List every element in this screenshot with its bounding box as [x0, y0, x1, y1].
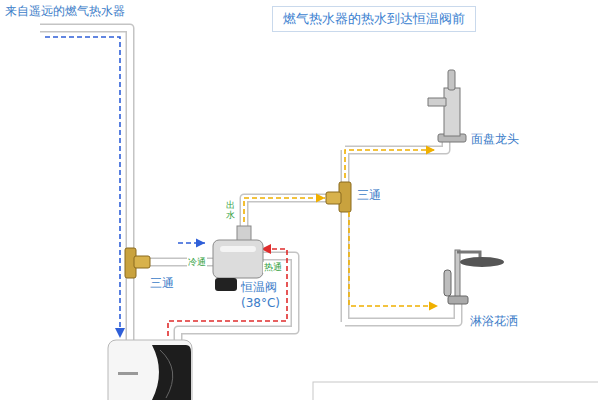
cold-flow-arrow: [45, 37, 120, 330]
note-frame: [313, 382, 598, 400]
faucet-node: 面盘龙头: [435, 66, 533, 156]
supply-pipe: [40, 28, 130, 345]
flow-connector: [349, 212, 438, 311]
arrow-head: [426, 146, 435, 155]
source-label: 来自遥远的燃气热水器: [5, 4, 125, 18]
heater-case: [108, 340, 192, 400]
valve-shine: [220, 246, 256, 252]
flow-connector: [178, 239, 205, 248]
pipes-outer: [40, 28, 458, 345]
port-label: 出水: [226, 201, 235, 221]
arrow-head: [115, 328, 125, 338]
fixture-label: 面盘龙头: [471, 132, 519, 146]
hand-shower: [444, 270, 451, 296]
arrow-head: [429, 302, 438, 311]
arrow-head: [196, 239, 205, 248]
shower-pipe: [345, 300, 458, 322]
supply-pipe: [40, 28, 130, 345]
basin-faucet: [428, 70, 466, 142]
right-tee-node: 三通: [325, 178, 389, 212]
flow-line: [349, 212, 438, 306]
shower-rod: [455, 250, 460, 302]
valve-label: 恒温阀: [241, 280, 277, 294]
faucet-body: [444, 88, 460, 136]
port-label: 热通: [263, 262, 283, 273]
pipes-inner: [40, 28, 458, 345]
flow-connector: [244, 194, 325, 223]
right-tee: [326, 182, 351, 212]
heater-panel: [152, 345, 191, 400]
tee-branch: [326, 192, 341, 204]
fixture-label: 淋浴花洒: [470, 314, 518, 328]
faucet-spout: [428, 98, 446, 106]
shower-pipe: [345, 300, 458, 322]
heater-logo: [118, 372, 138, 375]
tee-branch: [134, 256, 150, 268]
port-label: 冷通: [187, 257, 207, 268]
heater-swirl: [160, 350, 173, 398]
faucet-lever: [448, 70, 455, 90]
left-tee: [125, 248, 150, 278]
diagram-title: 燃气热水器的热水到达恒温阀前: [272, 6, 476, 32]
shower-set: [444, 250, 504, 304]
shower-node: 淋浴花洒: [438, 238, 534, 334]
flow-line: [345, 150, 435, 178]
valve-knob: [215, 278, 237, 291]
tee-label: 三通: [150, 276, 174, 290]
tee-label: 三通: [357, 188, 381, 202]
arrow-head: [316, 194, 325, 203]
valve-body: [213, 240, 263, 278]
valve-temperature: (38°C): [241, 296, 280, 310]
shower-head: [460, 257, 504, 267]
shower-arm: [457, 252, 480, 258]
flow-connector: [345, 146, 435, 179]
left-tee-node: 三通: [124, 236, 178, 292]
flow-line: [244, 198, 325, 222]
mixer: [448, 296, 468, 304]
water-heater: [108, 340, 192, 400]
